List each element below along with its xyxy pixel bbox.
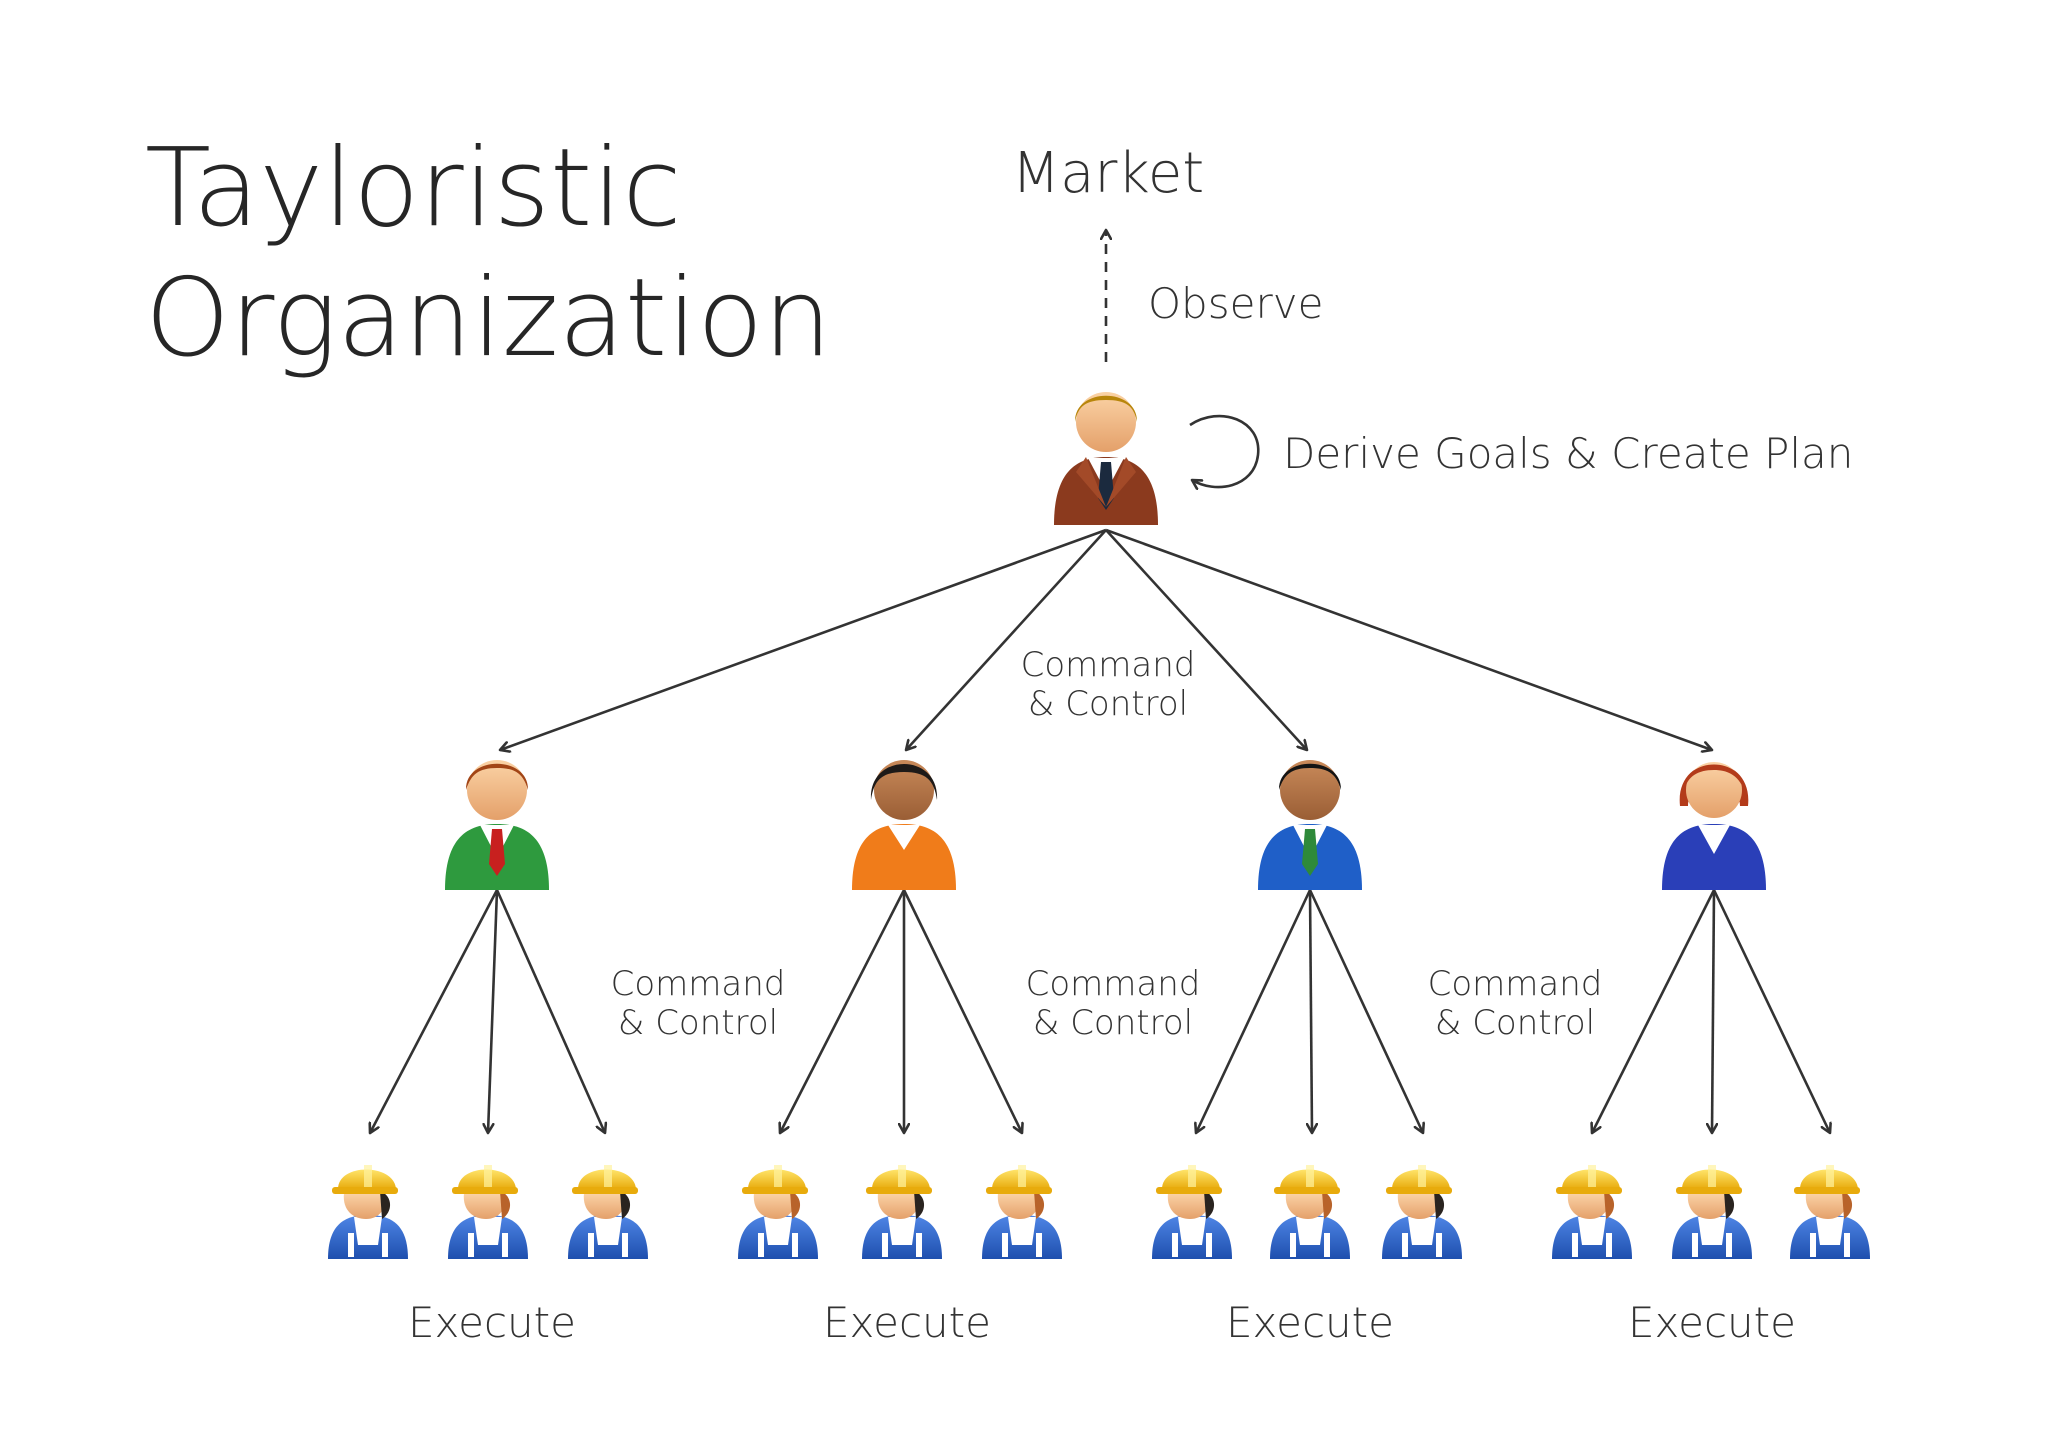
- construction-worker-icon: [862, 1165, 942, 1259]
- derive-label: Derive Goals & Create Plan: [1283, 429, 1853, 478]
- arrow-to-supervisor-3: [1105, 529, 1307, 750]
- command-label-right-1: Command: [1428, 964, 1603, 1004]
- construction-worker-icon: [1382, 1165, 1462, 1259]
- execute-label: Execute: [1226, 1298, 1394, 1347]
- worker-row: [328, 1165, 1870, 1259]
- market-label: Market: [1012, 141, 1205, 206]
- construction-worker-icon: [738, 1165, 818, 1259]
- supervisor-icon: [445, 760, 549, 890]
- execute-label: Execute: [408, 1298, 576, 1347]
- construction-worker-icon: [1790, 1165, 1870, 1259]
- arrow-to-supervisor-2: [906, 529, 1107, 750]
- observe-label: Observe: [1148, 279, 1323, 328]
- arrow-to-supervisor-4: [1105, 528, 1712, 750]
- command-label-middle-1: Command: [1026, 964, 1201, 1004]
- construction-worker-icon: [1152, 1165, 1232, 1259]
- supervisor-icon: [852, 760, 956, 890]
- execute-label: Execute: [1628, 1298, 1796, 1347]
- construction-worker-icon: [328, 1165, 408, 1259]
- construction-worker-icon: [1270, 1165, 1350, 1259]
- construction-worker-icon: [448, 1165, 528, 1259]
- construction-worker-icon: [568, 1165, 648, 1259]
- command-arrows-bottom: [370, 889, 1830, 1133]
- command-label-right-2: & Control: [1435, 1003, 1595, 1043]
- command-label-left-2: & Control: [618, 1003, 778, 1043]
- title-line-2: Organization: [145, 256, 832, 381]
- construction-worker-icon: [1672, 1165, 1752, 1259]
- cycle-arrow-icon: [1189, 414, 1260, 487]
- construction-worker-icon: [982, 1165, 1062, 1259]
- construction-worker-icon: [1552, 1165, 1632, 1259]
- command-label-top-1: Command: [1021, 645, 1196, 685]
- businessman-icon: [1054, 392, 1158, 525]
- arrow-to-supervisor-1: [500, 528, 1107, 750]
- command-label-left-1: Command: [611, 964, 786, 1004]
- command-label-middle-2: & Control: [1033, 1003, 1193, 1043]
- supervisor-icon: [1258, 760, 1362, 890]
- command-arrows-top: [500, 528, 1712, 750]
- command-label-top-2: & Control: [1028, 684, 1188, 724]
- title-line-1: Tayloristic: [145, 126, 682, 251]
- execute-label: Execute: [823, 1298, 991, 1347]
- supervisor-icon: [1662, 762, 1766, 890]
